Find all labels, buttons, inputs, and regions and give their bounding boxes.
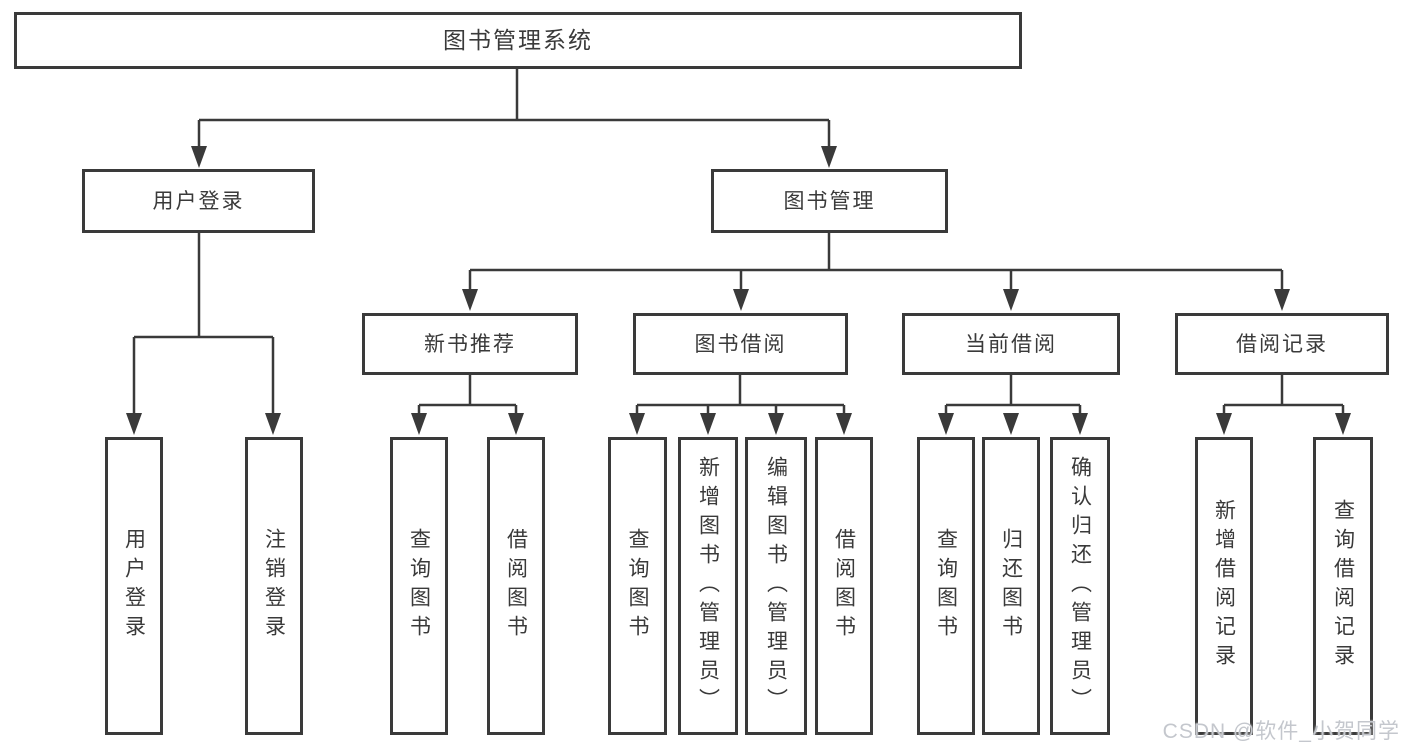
leaf-label: 查询图书 [626, 528, 649, 644]
leaf-return-books: 归还图书 [982, 437, 1040, 735]
leaf-label: 注销登录 [262, 528, 286, 644]
leaf-logout: 注销登录 [245, 437, 303, 735]
leaf-label: 确认归还（管理员） [1068, 455, 1092, 717]
node-new-book-recommend-label: 新书推荐 [424, 332, 516, 356]
leaf-label: 查询图书 [934, 528, 958, 644]
leaf-label: 查询图书 [407, 528, 431, 644]
node-user-login-label: 用户登录 [152, 189, 245, 213]
node-current-borrowing: 当前借阅 [902, 313, 1120, 375]
leaf-borrow-books: 借阅图书 [815, 437, 873, 735]
leaf-edit-books-admin: 编辑图书（管理员） [745, 437, 807, 735]
leaf-add-borrow-record: 新增借阅记录 [1195, 437, 1253, 735]
watermark-text: CSDN @软件_小贺同学 [1162, 720, 1400, 743]
leaf-borrow-books-recommend: 借阅图书 [487, 437, 545, 735]
leaf-label: 查询借阅记录 [1331, 499, 1355, 673]
leaf-add-books-admin: 新增图书（管理员） [678, 437, 738, 735]
node-new-book-recommend: 新书推荐 [362, 313, 578, 375]
node-book-borrowing: 图书借阅 [633, 313, 848, 375]
node-user-login: 用户登录 [82, 169, 315, 233]
node-borrowing-records: 借阅记录 [1175, 313, 1389, 375]
node-book-management: 图书管理 [711, 169, 948, 233]
node-borrowing-records-label: 借阅记录 [1236, 332, 1328, 356]
leaf-label: 借阅图书 [504, 528, 528, 644]
node-current-borrowing-label: 当前借阅 [965, 332, 1057, 356]
leaf-label: 新增借阅记录 [1212, 499, 1236, 673]
leaf-label: 借阅图书 [832, 528, 856, 644]
node-book-management-label: 图书管理 [783, 189, 876, 213]
leaf-label: 用户登录 [122, 528, 146, 644]
leaf-confirm-return-admin: 确认归还（管理员） [1050, 437, 1110, 735]
node-root-library-system: 图书管理系统 [14, 12, 1022, 69]
leaf-user-login: 用户登录 [105, 437, 163, 735]
leaf-query-books-borrow: 查询图书 [608, 437, 667, 735]
leaf-label: 编辑图书（管理员） [764, 455, 788, 717]
leaf-label: 归还图书 [999, 528, 1023, 644]
leaf-query-borrow-record: 查询借阅记录 [1313, 437, 1373, 735]
leaf-label: 新增图书（管理员） [696, 455, 720, 717]
leaf-query-books-current: 查询图书 [917, 437, 975, 735]
node-book-borrowing-label: 图书借阅 [694, 332, 787, 356]
node-root-label: 图书管理系统 [443, 27, 593, 53]
leaf-query-books-recommend: 查询图书 [390, 437, 448, 735]
